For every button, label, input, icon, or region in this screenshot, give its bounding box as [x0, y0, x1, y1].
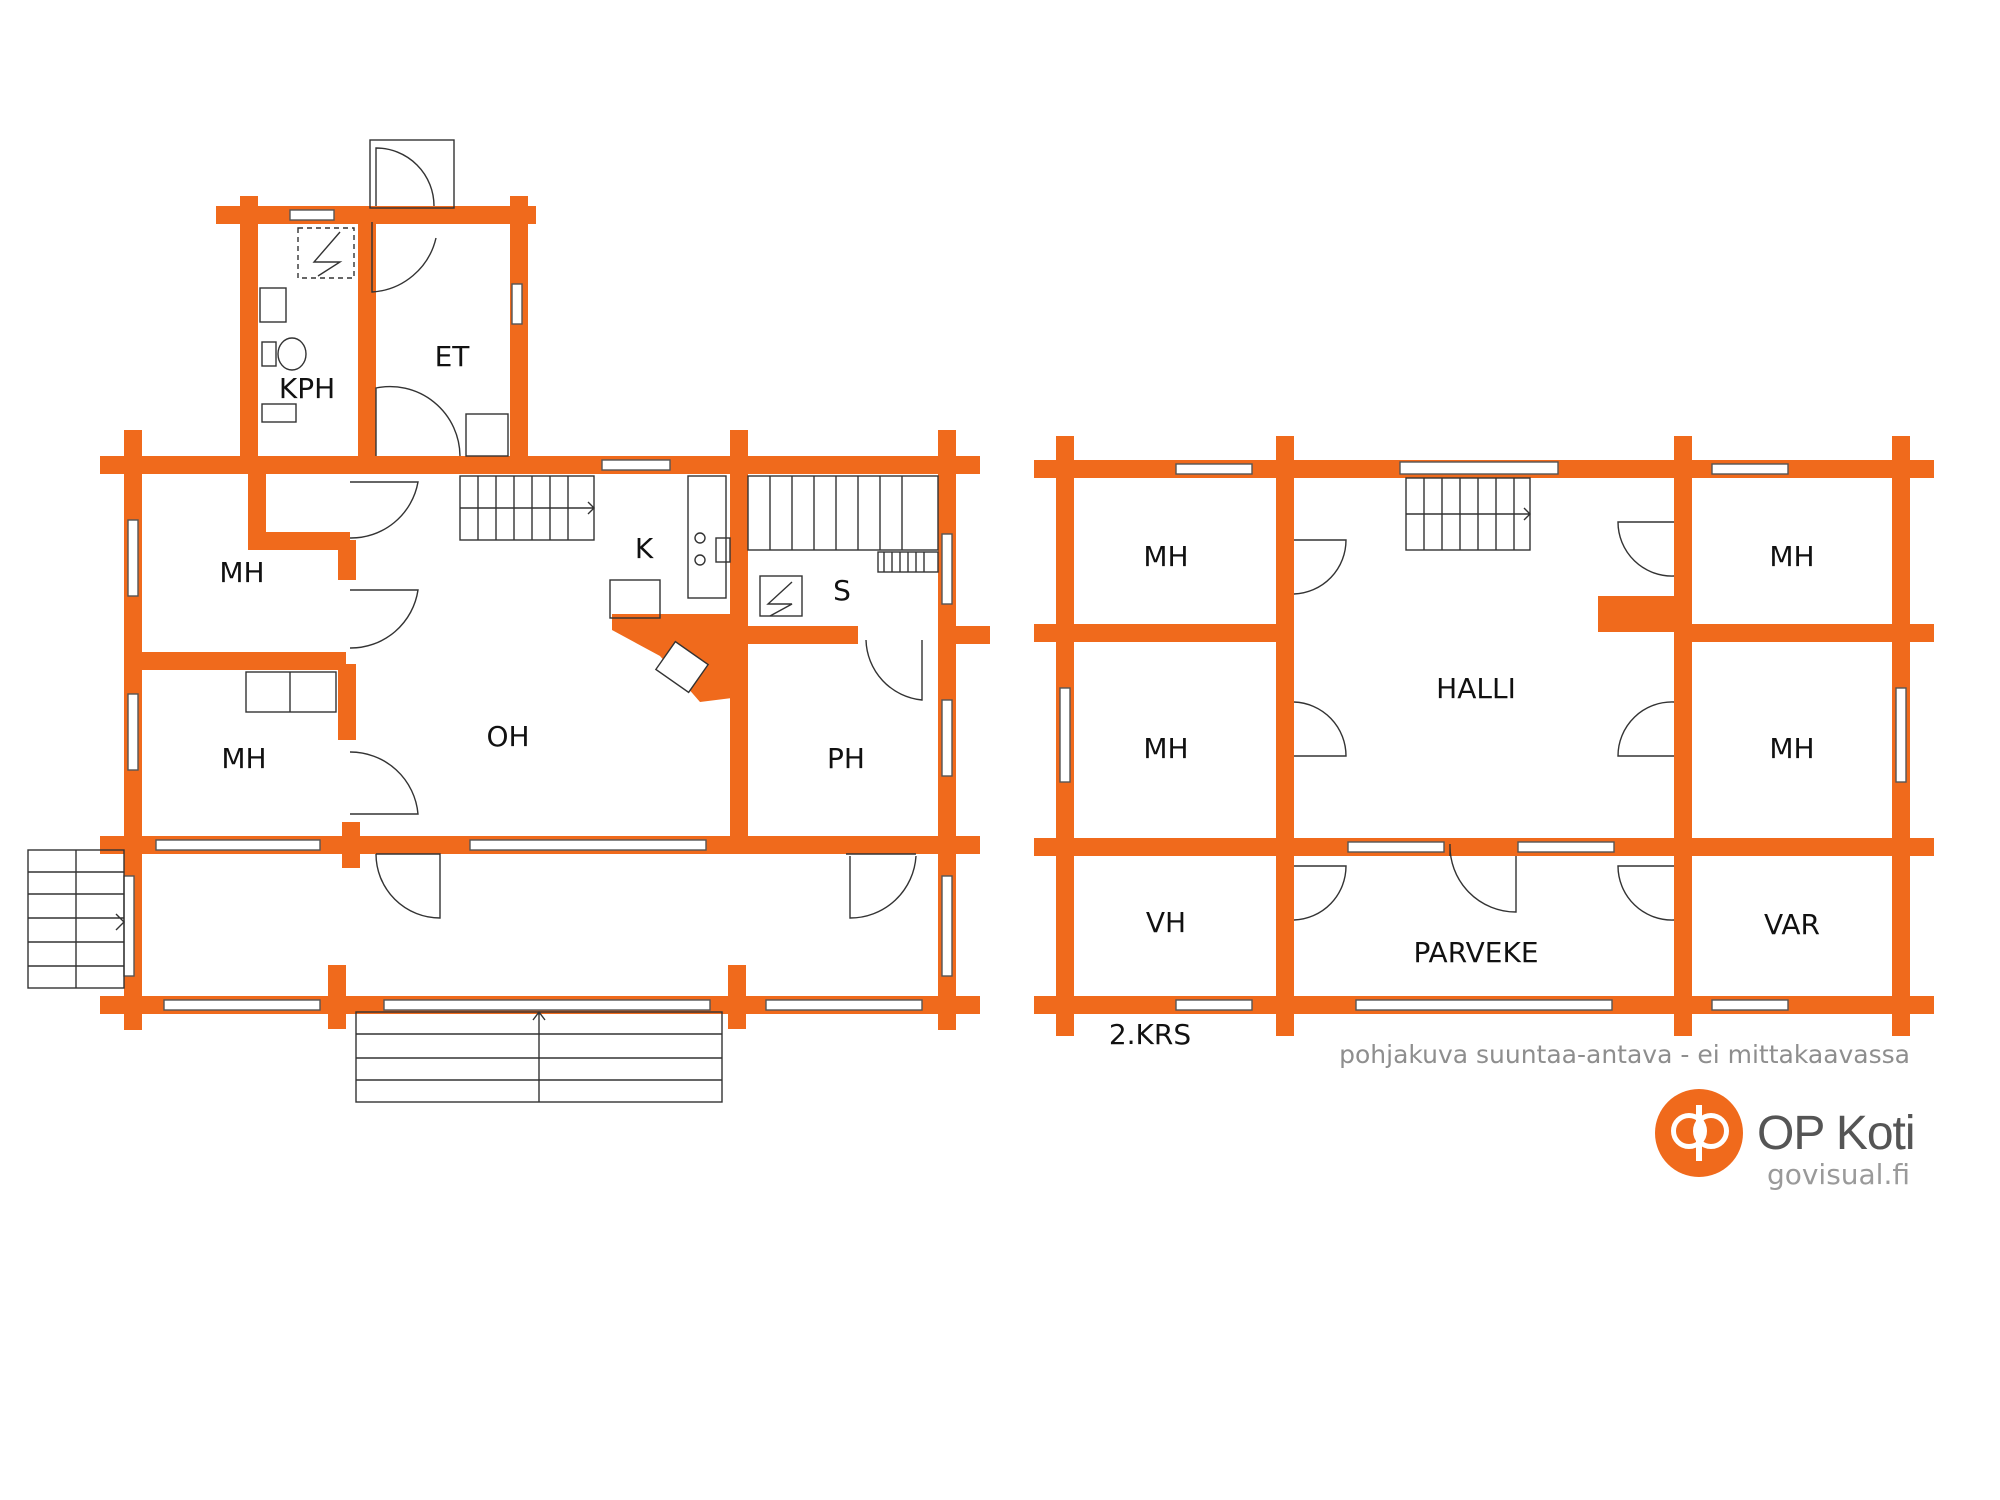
room-label-ph: PH — [827, 742, 865, 775]
room-label-et: ET — [435, 340, 471, 373]
floor-1-details — [27, 139, 939, 1103]
room-label-mh-bottom: MH — [221, 742, 266, 775]
floor-2-plan: MH MH VH HALLI PARVEKE MH MH VAR 2.KRS — [1034, 436, 1934, 1051]
room-label-oh: OH — [486, 720, 529, 753]
website-label: govisual.fi — [1766, 1158, 1910, 1191]
room-label-var: VAR — [1764, 908, 1820, 941]
brand-logo: OP Koti — [1655, 1085, 1916, 1181]
room-label-kph: KPH — [279, 372, 335, 405]
room-label-s: S — [833, 574, 851, 607]
room-label-mh-top: MH — [219, 556, 264, 589]
room-label-vh: VH — [1146, 906, 1186, 939]
room-label-mh-mid-left: MH — [1143, 732, 1188, 765]
brand-name: OP Koti — [1757, 1106, 1916, 1160]
floor-level-label: 2.KRS — [1109, 1018, 1191, 1051]
plan-disclaimer: pohjakuva suuntaa-antava - ei mittakaava… — [1339, 1040, 1910, 1069]
floor-2-details — [1293, 477, 1675, 921]
floor-1-plan: KPH ET K S MH MH OH PH — [27, 139, 990, 1103]
floor-1-windows — [123, 209, 953, 1011]
floor-2-windows — [1059, 461, 1907, 1011]
room-label-mh-mid-right: MH — [1769, 732, 1814, 765]
room-label-mh-top-left: MH — [1143, 540, 1188, 573]
op-logo-icon — [1655, 1089, 1743, 1177]
floor-1-walls — [100, 196, 990, 1030]
room-label-mh-top-right: MH — [1769, 540, 1814, 573]
room-label-k: K — [635, 532, 654, 565]
floor-2-walls — [1034, 436, 1934, 1036]
room-label-parveke: PARVEKE — [1413, 936, 1538, 969]
room-label-halli: HALLI — [1436, 672, 1516, 705]
